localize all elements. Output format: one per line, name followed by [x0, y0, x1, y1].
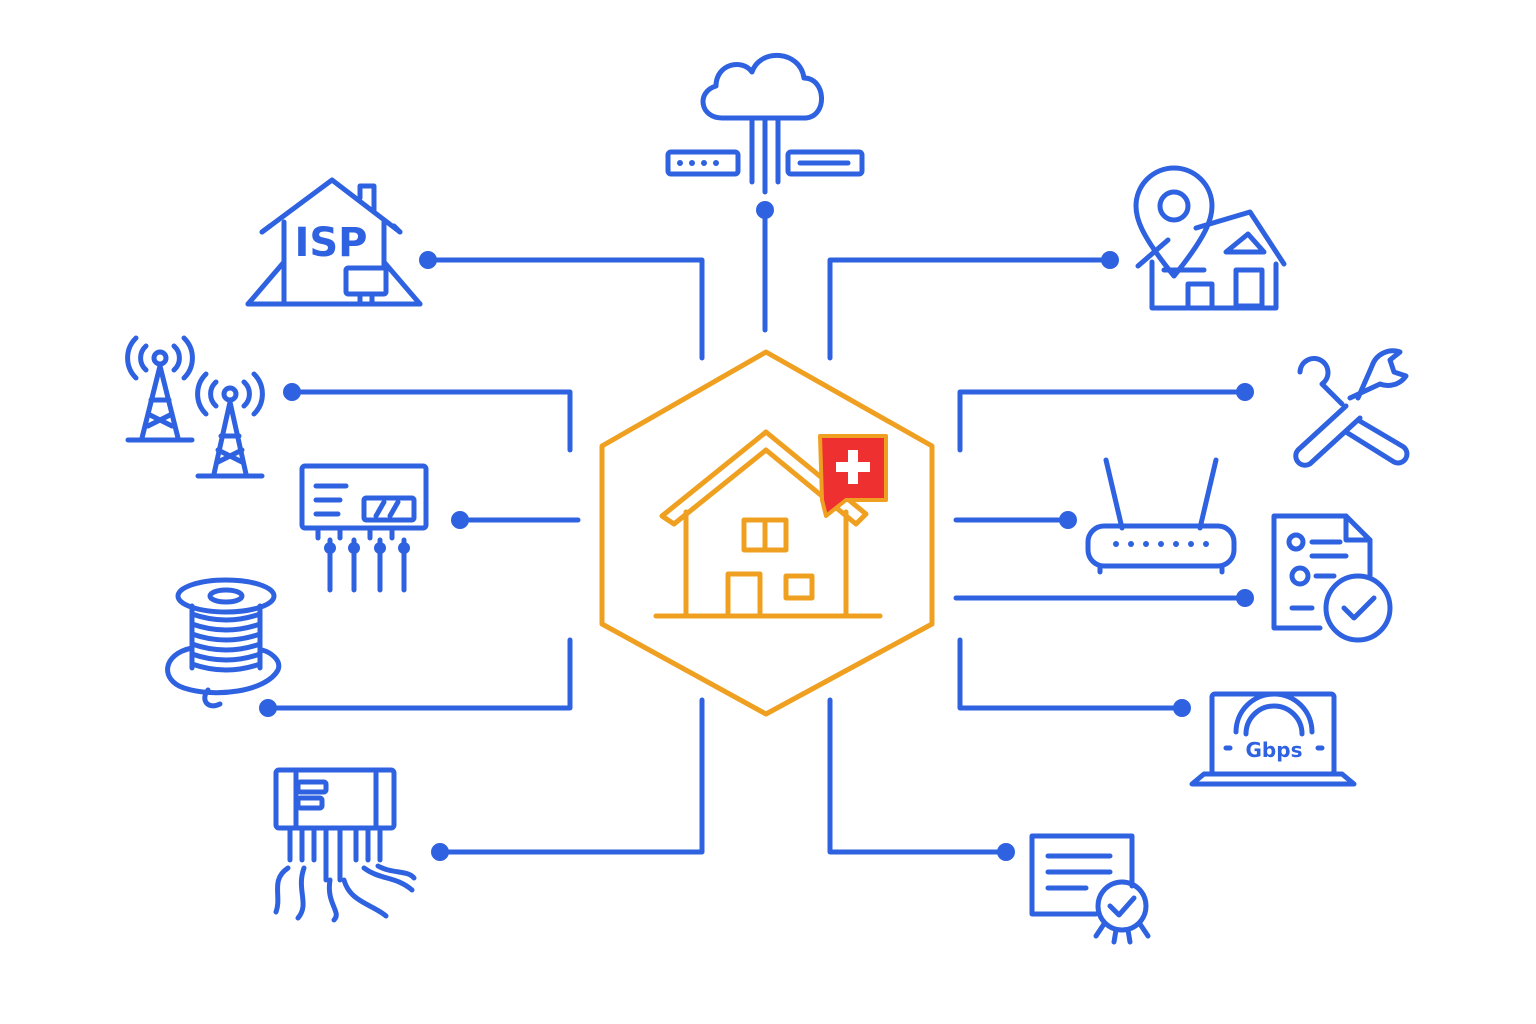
connector-dots [259, 201, 1254, 861]
dot-tools [1236, 383, 1254, 401]
swiss-flag-icon [818, 434, 888, 518]
connector-fiber-box [437, 697, 705, 855]
connector-location [827, 257, 1113, 361]
certificate-icon [1029, 833, 1151, 945]
cloud-servers-icon [665, 53, 865, 195]
dot-patch-panel [451, 511, 469, 529]
location-house-icon [1133, 165, 1287, 311]
connector-lines [265, 207, 1248, 855]
checked-document-icon [1271, 513, 1393, 643]
hub-house-icon [599, 349, 935, 717]
dot-location [1101, 251, 1119, 269]
isp-house-icon: ISP [245, 177, 423, 307]
connector-towers [289, 389, 573, 453]
isp-label: ISP [294, 220, 367, 266]
connector-cable-reel [265, 637, 573, 711]
connector-isp [425, 257, 705, 361]
connector-tools [957, 389, 1248, 453]
connector-certificate [827, 697, 1009, 855]
router-icon [1085, 457, 1237, 575]
tools-icon [1293, 348, 1410, 468]
dot-fiber-box [431, 843, 449, 861]
dot-contract [1236, 589, 1254, 607]
dot-towers [283, 383, 301, 401]
speed-label: Gbps [1246, 738, 1303, 762]
dot-speed [1173, 699, 1191, 717]
cable-reel-icon [165, 577, 282, 709]
dot-isp [419, 251, 437, 269]
cell-towers-icon [125, 335, 265, 479]
patch-panel-icon [299, 463, 429, 593]
laptop-speed-icon: Gbps [1189, 691, 1357, 787]
dot-cloud [756, 201, 774, 219]
dot-cable-reel [259, 699, 277, 717]
hub-hexagon [599, 349, 935, 717]
dot-router [1059, 511, 1077, 529]
connector-speed [957, 637, 1185, 711]
fiber-box-icon [273, 767, 417, 923]
dot-certificate [997, 843, 1015, 861]
